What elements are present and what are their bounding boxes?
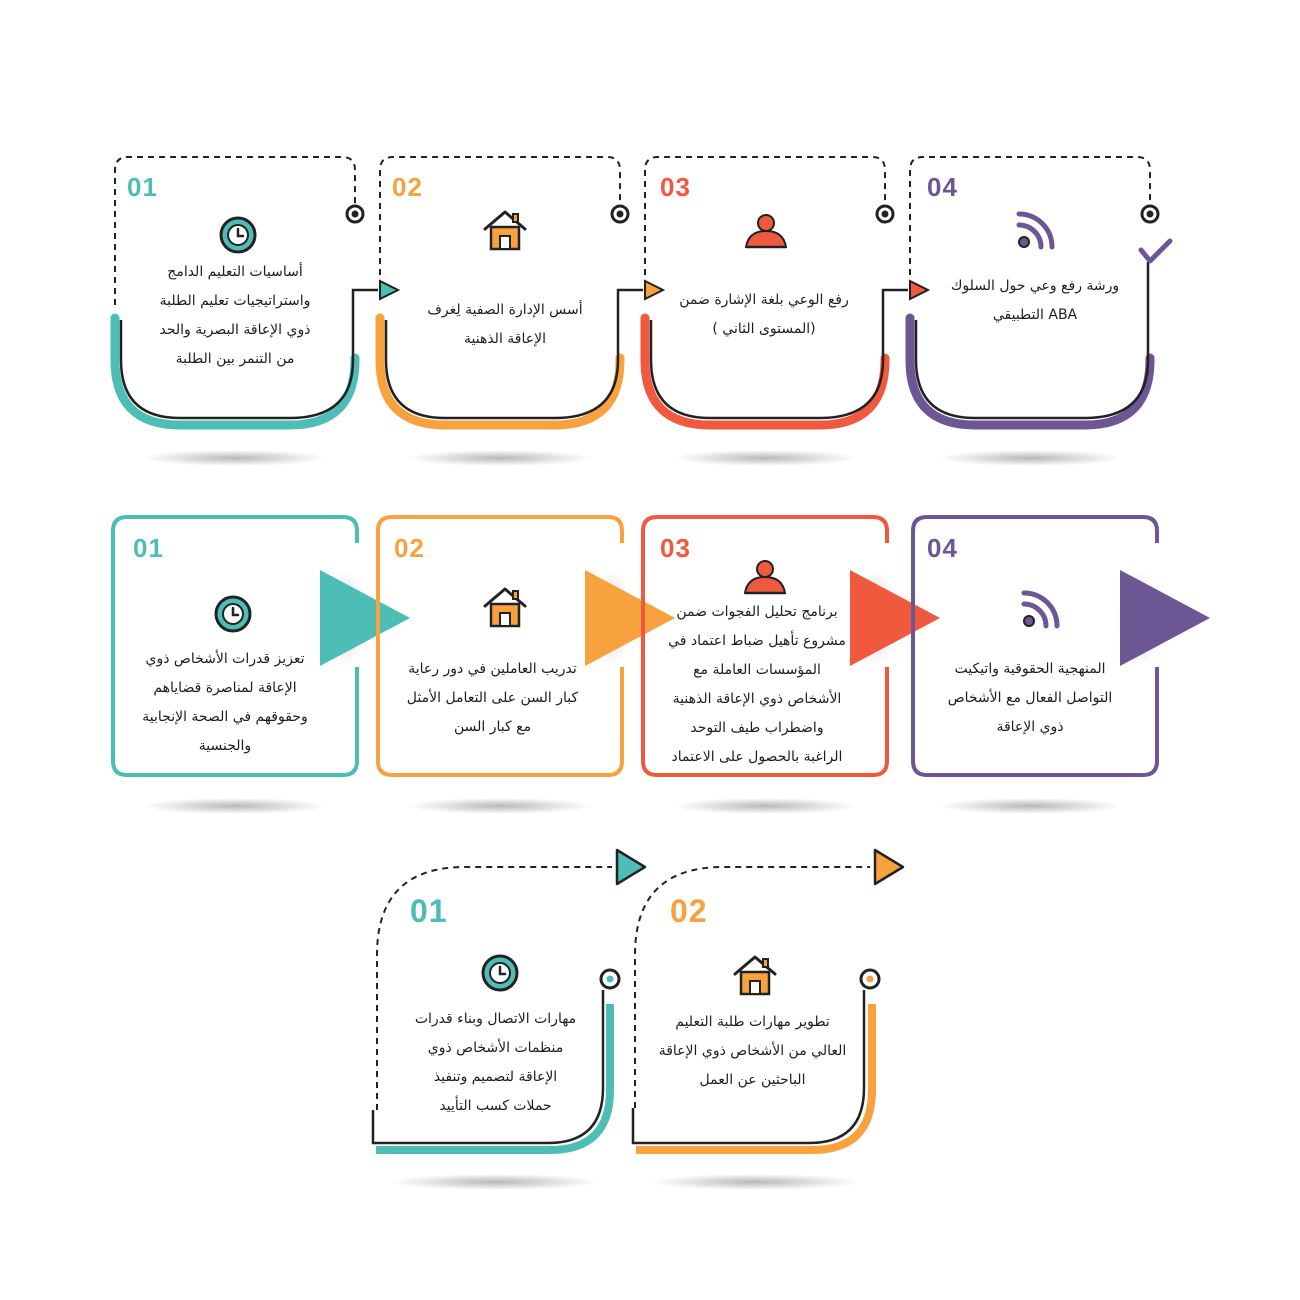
step-number: 03 [660,172,691,202]
row2-step3-frame [641,515,940,777]
clock-icon [219,216,257,254]
house-icon [483,587,527,628]
step-number: 02 [670,893,708,929]
step-description: رفع الوعي بلغة الإشارة ضمن (المستوى الثا… [679,292,849,337]
step-number: 03 [660,533,691,563]
row3-shadows [390,1174,860,1190]
step-number: 04 [927,533,958,563]
clock-icon [481,954,519,992]
row1-step3-frame [640,156,931,430]
row1-step1-frame [110,156,401,430]
clock-icon [214,595,252,633]
row1-step2-frame [375,156,666,430]
step-description: أساسيات التعليم الدامج واستراتيجيات تعلي… [159,264,311,367]
step-description: برنامج تحليل الفجوات ضمن مشروع تأهيل ضبا… [668,604,846,765]
step-number: 01 [133,533,164,563]
house-icon [733,955,777,996]
step-description: المنهجية الحقوقية واتيكيت التواصل الفعال… [947,661,1113,735]
user-icon [743,559,787,595]
rss-icon [1019,214,1052,247]
row2-step1-frame [111,515,410,777]
row2-arrow-4 [1120,570,1210,666]
rss-icon [1024,593,1057,626]
row1-step4-frame [905,156,1173,430]
check-icon [1138,238,1173,264]
step-number: 01 [410,893,448,929]
step-number: 02 [392,172,423,202]
row2-arrow-1 [320,570,410,666]
row2-step2-frame [376,515,675,777]
step-description: أسس الإدارة الصفية لِغرف الإعاقة الذهنية [427,302,583,347]
user-icon [744,213,788,249]
step-description: ورشة رفع وعي حول السلوك ABA التطبيقي [950,278,1120,323]
row1-shadows [143,450,1122,466]
row2-arrow-2 [585,570,675,666]
house-icon [483,210,527,251]
step-description: تطوير مهارات طلبة التعليم العالي من الأش… [658,1014,847,1088]
step-number: 02 [394,533,425,563]
step-description: تدريب العاملين في دور رعاية كبار السن عل… [406,661,579,735]
step-description: مهارات الاتصال وبناء قدرات منظمات الأشخا… [414,1011,577,1114]
step-number: 01 [127,172,158,202]
row3-step2-frame [631,848,905,1154]
step-description: تعزيز قدرات الأشخاص ذوي الإعاقة لمناصرة … [142,651,308,754]
step-number: 04 [927,172,958,202]
row2-arrow-3 [850,570,940,666]
row2-step4-frame [911,515,1210,777]
row3-step1-frame [371,848,647,1154]
